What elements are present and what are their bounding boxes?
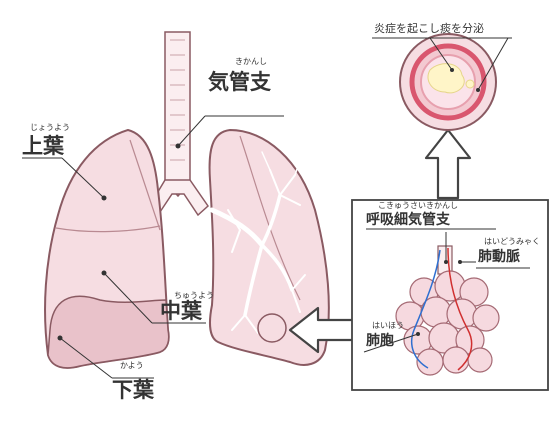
inflammation-label: 炎症を起こし痰を分泌 [374, 22, 484, 35]
lower-lobe-ruby: かよう [120, 361, 144, 370]
oblique-fissure [129, 139, 161, 231]
blood-vessel-blue [410, 249, 441, 369]
zoom-arrow-up [424, 128, 472, 200]
zoom-area-circle [257, 313, 287, 343]
trachea [164, 31, 191, 198]
left-oblique-fissure [239, 135, 301, 301]
blood-vessel-red [447, 247, 473, 371]
upper-lobe-label: 上葉 [22, 134, 64, 158]
bronchiole-ruby: こきゅうさいきかんし [378, 201, 458, 210]
bronchiole-label: 呼吸細気管支 [366, 212, 450, 228]
bronchial-tree [209, 151, 306, 334]
lower-lobe-label: 下葉 [112, 378, 154, 402]
middle-lobe-label: 中葉 [160, 299, 202, 323]
alveoli-label: 肺胞 [366, 333, 394, 349]
lower-lobe-shape [47, 295, 170, 369]
upper-lobe-ruby: じょうよう [30, 123, 70, 132]
middle-lobe-ruby: ちゅうよう [174, 291, 214, 300]
horizontal-fissure [55, 225, 161, 233]
left-lung [208, 128, 330, 366]
alveoli-ruby: はいほう [372, 321, 404, 330]
bronchus-ruby: きかんし [235, 57, 267, 66]
pulmonary-artery-label: 肺動脈 [478, 249, 520, 265]
pulmonary-artery-ruby: はいどうみゃく [484, 237, 540, 246]
bronchus-label: 気管支 [208, 70, 271, 94]
inflamed-bronchiole-section [399, 33, 497, 131]
